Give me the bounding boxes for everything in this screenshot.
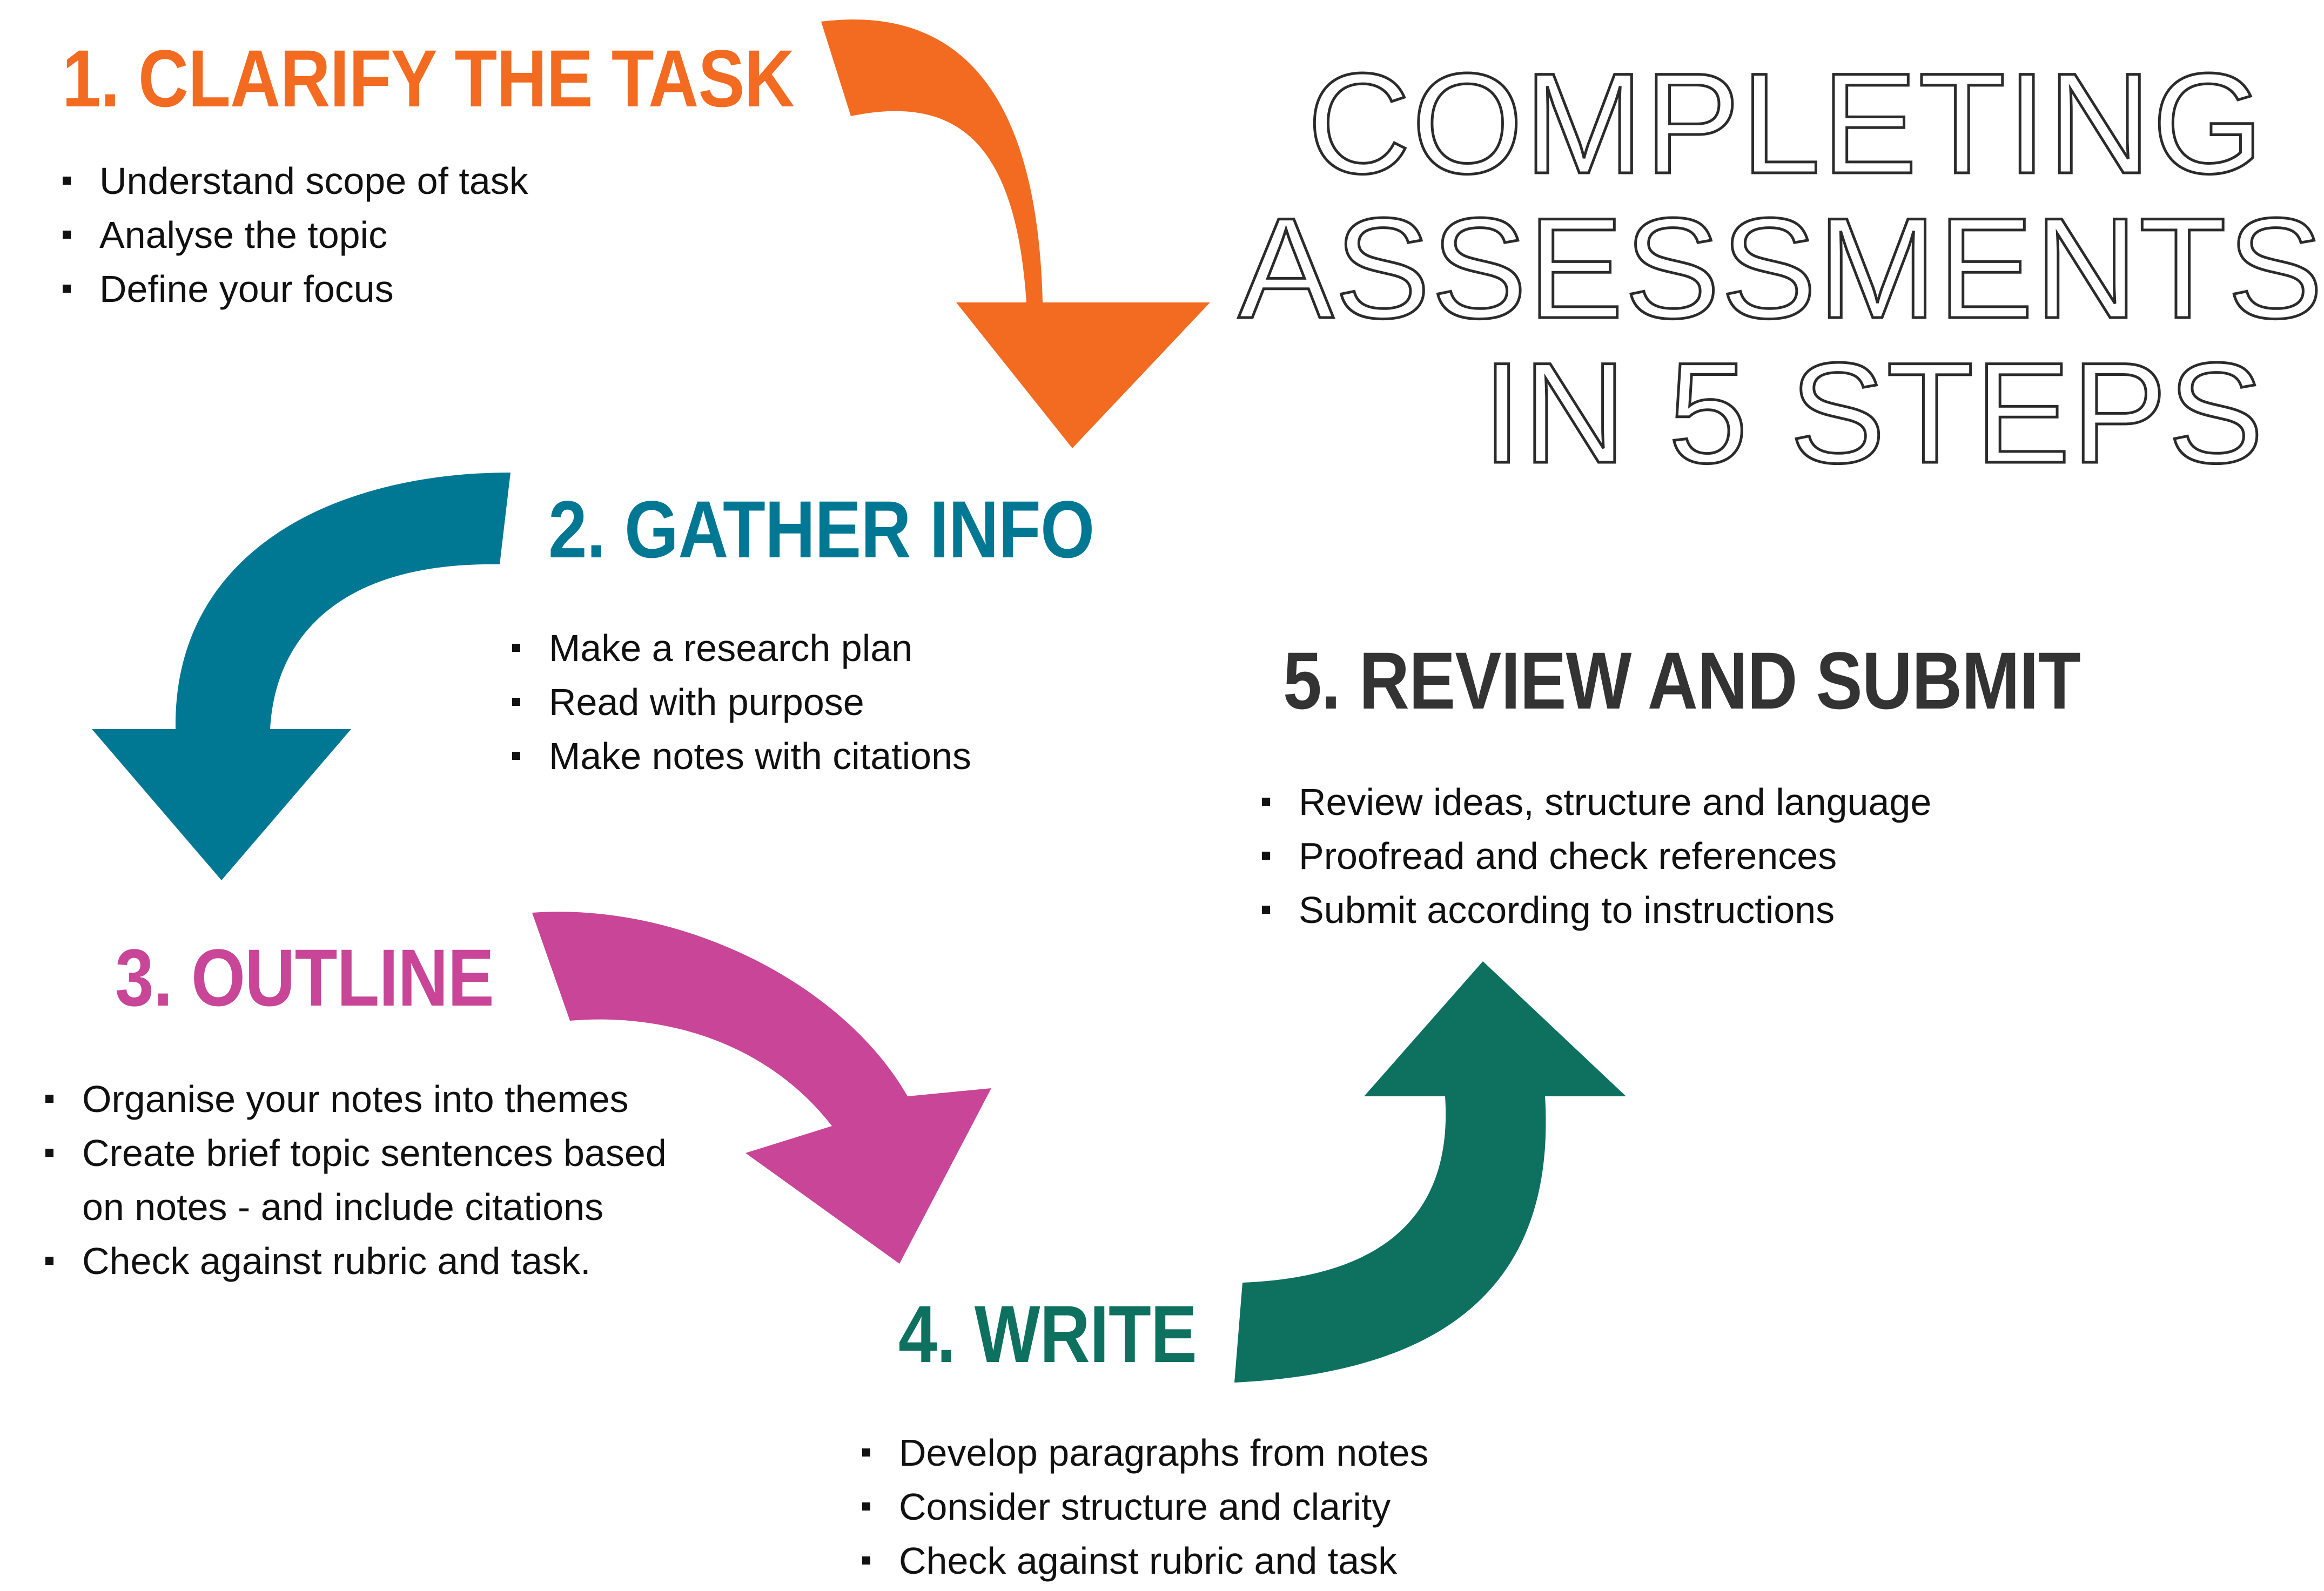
- step4-bullet: Consider structure and clarity: [859, 1480, 1429, 1534]
- step2-bullet: Read with purpose: [509, 675, 971, 729]
- step2-bullet: Make notes with citations: [509, 729, 971, 783]
- step5-heading: 5. REVIEW AND SUBMIT: [1283, 635, 2081, 726]
- step2-bullet-list: Make a research plan Read with purpose M…: [509, 621, 971, 783]
- step2-bullet: Make a research plan: [509, 621, 971, 675]
- step3-bullet: Check against rubric and task.: [42, 1234, 667, 1288]
- step5-bullet: Review ideas, structure and language: [1259, 775, 1931, 829]
- step2-heading: 2. GATHER INFO: [548, 484, 1094, 575]
- title-line-3: IN 5 STEPS: [1481, 333, 2265, 493]
- step4-bullet: Develop paragraphs from notes: [859, 1426, 1429, 1480]
- step4-heading: 4. WRITE: [898, 1289, 1197, 1379]
- step5-bullet: Submit according to instructions: [1259, 883, 1931, 937]
- step1-bullet-list: Understand scope of task Analyse the top…: [59, 154, 528, 316]
- process-arrows: [92, 19, 1626, 1383]
- step4-bullet-list: Develop paragraphs from notes Consider s…: [859, 1426, 1429, 1588]
- arrow-step4-to-step5: [1234, 961, 1626, 1383]
- diagram-title: COMPLETING ASSESSMENTS IN 5 STEPS: [1237, 44, 2324, 493]
- step3-bullet-continuation: on notes - and include citations: [82, 1186, 604, 1228]
- step1-bullet: Understand scope of task: [59, 154, 528, 208]
- step3-bullet: Organise your notes into themes: [42, 1072, 667, 1126]
- step5-bullet-list: Review ideas, structure and language Pro…: [1259, 775, 1931, 937]
- step4-bullet: Check against rubric and task: [859, 1534, 1429, 1588]
- arrow-step3-to-step4: [532, 912, 991, 1264]
- step3-heading: 3. OUTLINE: [115, 932, 494, 1023]
- arrow-step2-to-step3: [92, 473, 511, 880]
- step1-bullet: Analyse the topic: [59, 208, 528, 262]
- step1-bullet: Define your focus: [59, 262, 528, 316]
- arrow-step1-to-step2: [821, 19, 1210, 448]
- step1-heading: 1. CLARIFY THE TASK: [62, 33, 795, 124]
- title-line-1: COMPLETING: [1306, 44, 2265, 204]
- title-line-2: ASSESSMENTS: [1237, 188, 2324, 348]
- step3-bullet: Create brief topic sentences based: [42, 1126, 667, 1180]
- step5-bullet: Proofread and check references: [1259, 829, 1931, 883]
- step3-bullet-list: Organise your notes into themes Create b…: [42, 1072, 667, 1288]
